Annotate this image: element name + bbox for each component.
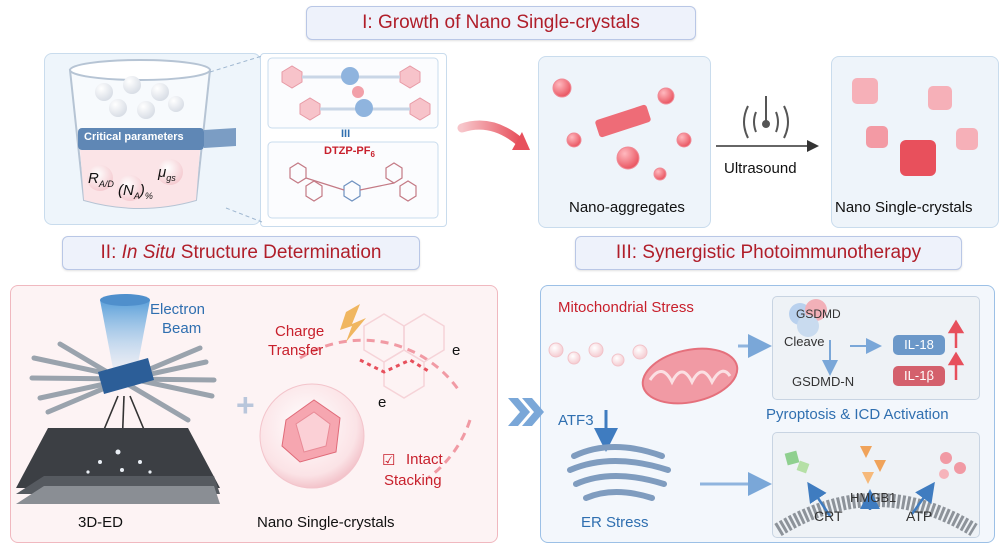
section-title-growth: I: Growth of Nano Single-crystals — [306, 6, 696, 40]
mitochondrial-stress-label: Mitochondrial Stress — [558, 299, 694, 316]
title-prefix: II: — [100, 242, 122, 263]
gsdmd-label: GSDMD — [796, 307, 841, 321]
crystals-art — [852, 78, 978, 176]
intact-stacking-label-2: Stacking — [384, 472, 442, 489]
param-na-sub: A — [133, 191, 140, 201]
plus-sign: + — [236, 387, 255, 423]
icd-art — [774, 446, 978, 536]
ultrasound-label: Ultrasound — [724, 160, 797, 177]
chevron-arrows — [508, 398, 544, 426]
section-title-structure: II: In Situ Structure Determination — [62, 236, 420, 270]
gsdmd-n-label: GSDMD-N — [792, 374, 855, 389]
electron-symbol-2: e — [378, 394, 387, 411]
beaker-illustration — [68, 59, 236, 209]
il-arrows — [947, 319, 965, 380]
crt-label: CRT — [814, 508, 843, 524]
charge-transfer-label-2: Transfer — [268, 342, 324, 359]
param-na: (NA)% — [118, 182, 153, 201]
molecule-stack — [281, 65, 431, 121]
electron-beam-label-2: Beam — [162, 320, 202, 337]
electron-symbol-1: e — [452, 342, 461, 359]
param-na-pct: % — [144, 191, 153, 201]
nano-single-crystals-label: Nano Single-crystals — [835, 199, 973, 216]
cleave-label: Cleave — [784, 334, 825, 349]
atf3-label: ATF3 — [558, 412, 594, 429]
3ded-label: 3D-ED — [78, 514, 124, 531]
param-rad-main: R — [88, 170, 99, 187]
il1b-badge: IL-1β — [893, 366, 945, 386]
er-stress-label: ER Stress — [581, 514, 649, 531]
electron-beam-label-1: Electron — [150, 301, 206, 318]
title-italic: In Situ — [121, 242, 176, 263]
param-na-open: (N — [118, 182, 134, 199]
crystal-sphere-art — [259, 304, 472, 489]
electron-beam-art — [16, 294, 220, 504]
hmgb1-label: HMGB1 — [850, 490, 897, 505]
param-mu-main: μ — [158, 164, 167, 181]
gsdmd-art — [789, 299, 882, 376]
param-rad: RA/D — [88, 170, 114, 189]
param-mu-sub: gs — [166, 173, 176, 183]
intact-check-icon: ☑ — [382, 452, 396, 469]
nano-aggregates-art — [552, 78, 692, 181]
molecule-structure — [289, 162, 417, 202]
molecule-name-main: DTZP-PF — [324, 145, 371, 157]
stack-marker: III — [341, 128, 351, 140]
il18-badge: IL-18 — [893, 335, 945, 355]
molecule-name-sub: 6 — [370, 150, 375, 160]
param-rad-sub: A/D — [98, 179, 114, 189]
charge-transfer-label-1: Charge — [275, 323, 325, 340]
nano-aggregates-label: Nano-aggregates — [569, 199, 685, 216]
mitochondria-art — [548, 342, 739, 405]
atp-label: ATP — [906, 508, 933, 524]
pyroptosis-label: Pyroptosis & ICD Activation — [766, 406, 949, 423]
critical-parameters-label: Critical parameters — [84, 131, 184, 143]
param-na-close: ) — [139, 182, 145, 199]
er-art — [567, 444, 671, 501]
nano-crystals-label-2: Nano Single-crystals — [257, 514, 395, 531]
title-suffix: Structure Determination — [175, 242, 382, 263]
param-mu: μgs — [158, 164, 176, 183]
intact-stacking-label-1: Intact — [406, 451, 443, 468]
molecule-name: DTZP-PF6 — [324, 145, 375, 159]
ultrasound-icon — [743, 96, 789, 139]
section-title-therapy: III: Synergistic Photoimmunotherapy — [575, 236, 962, 270]
